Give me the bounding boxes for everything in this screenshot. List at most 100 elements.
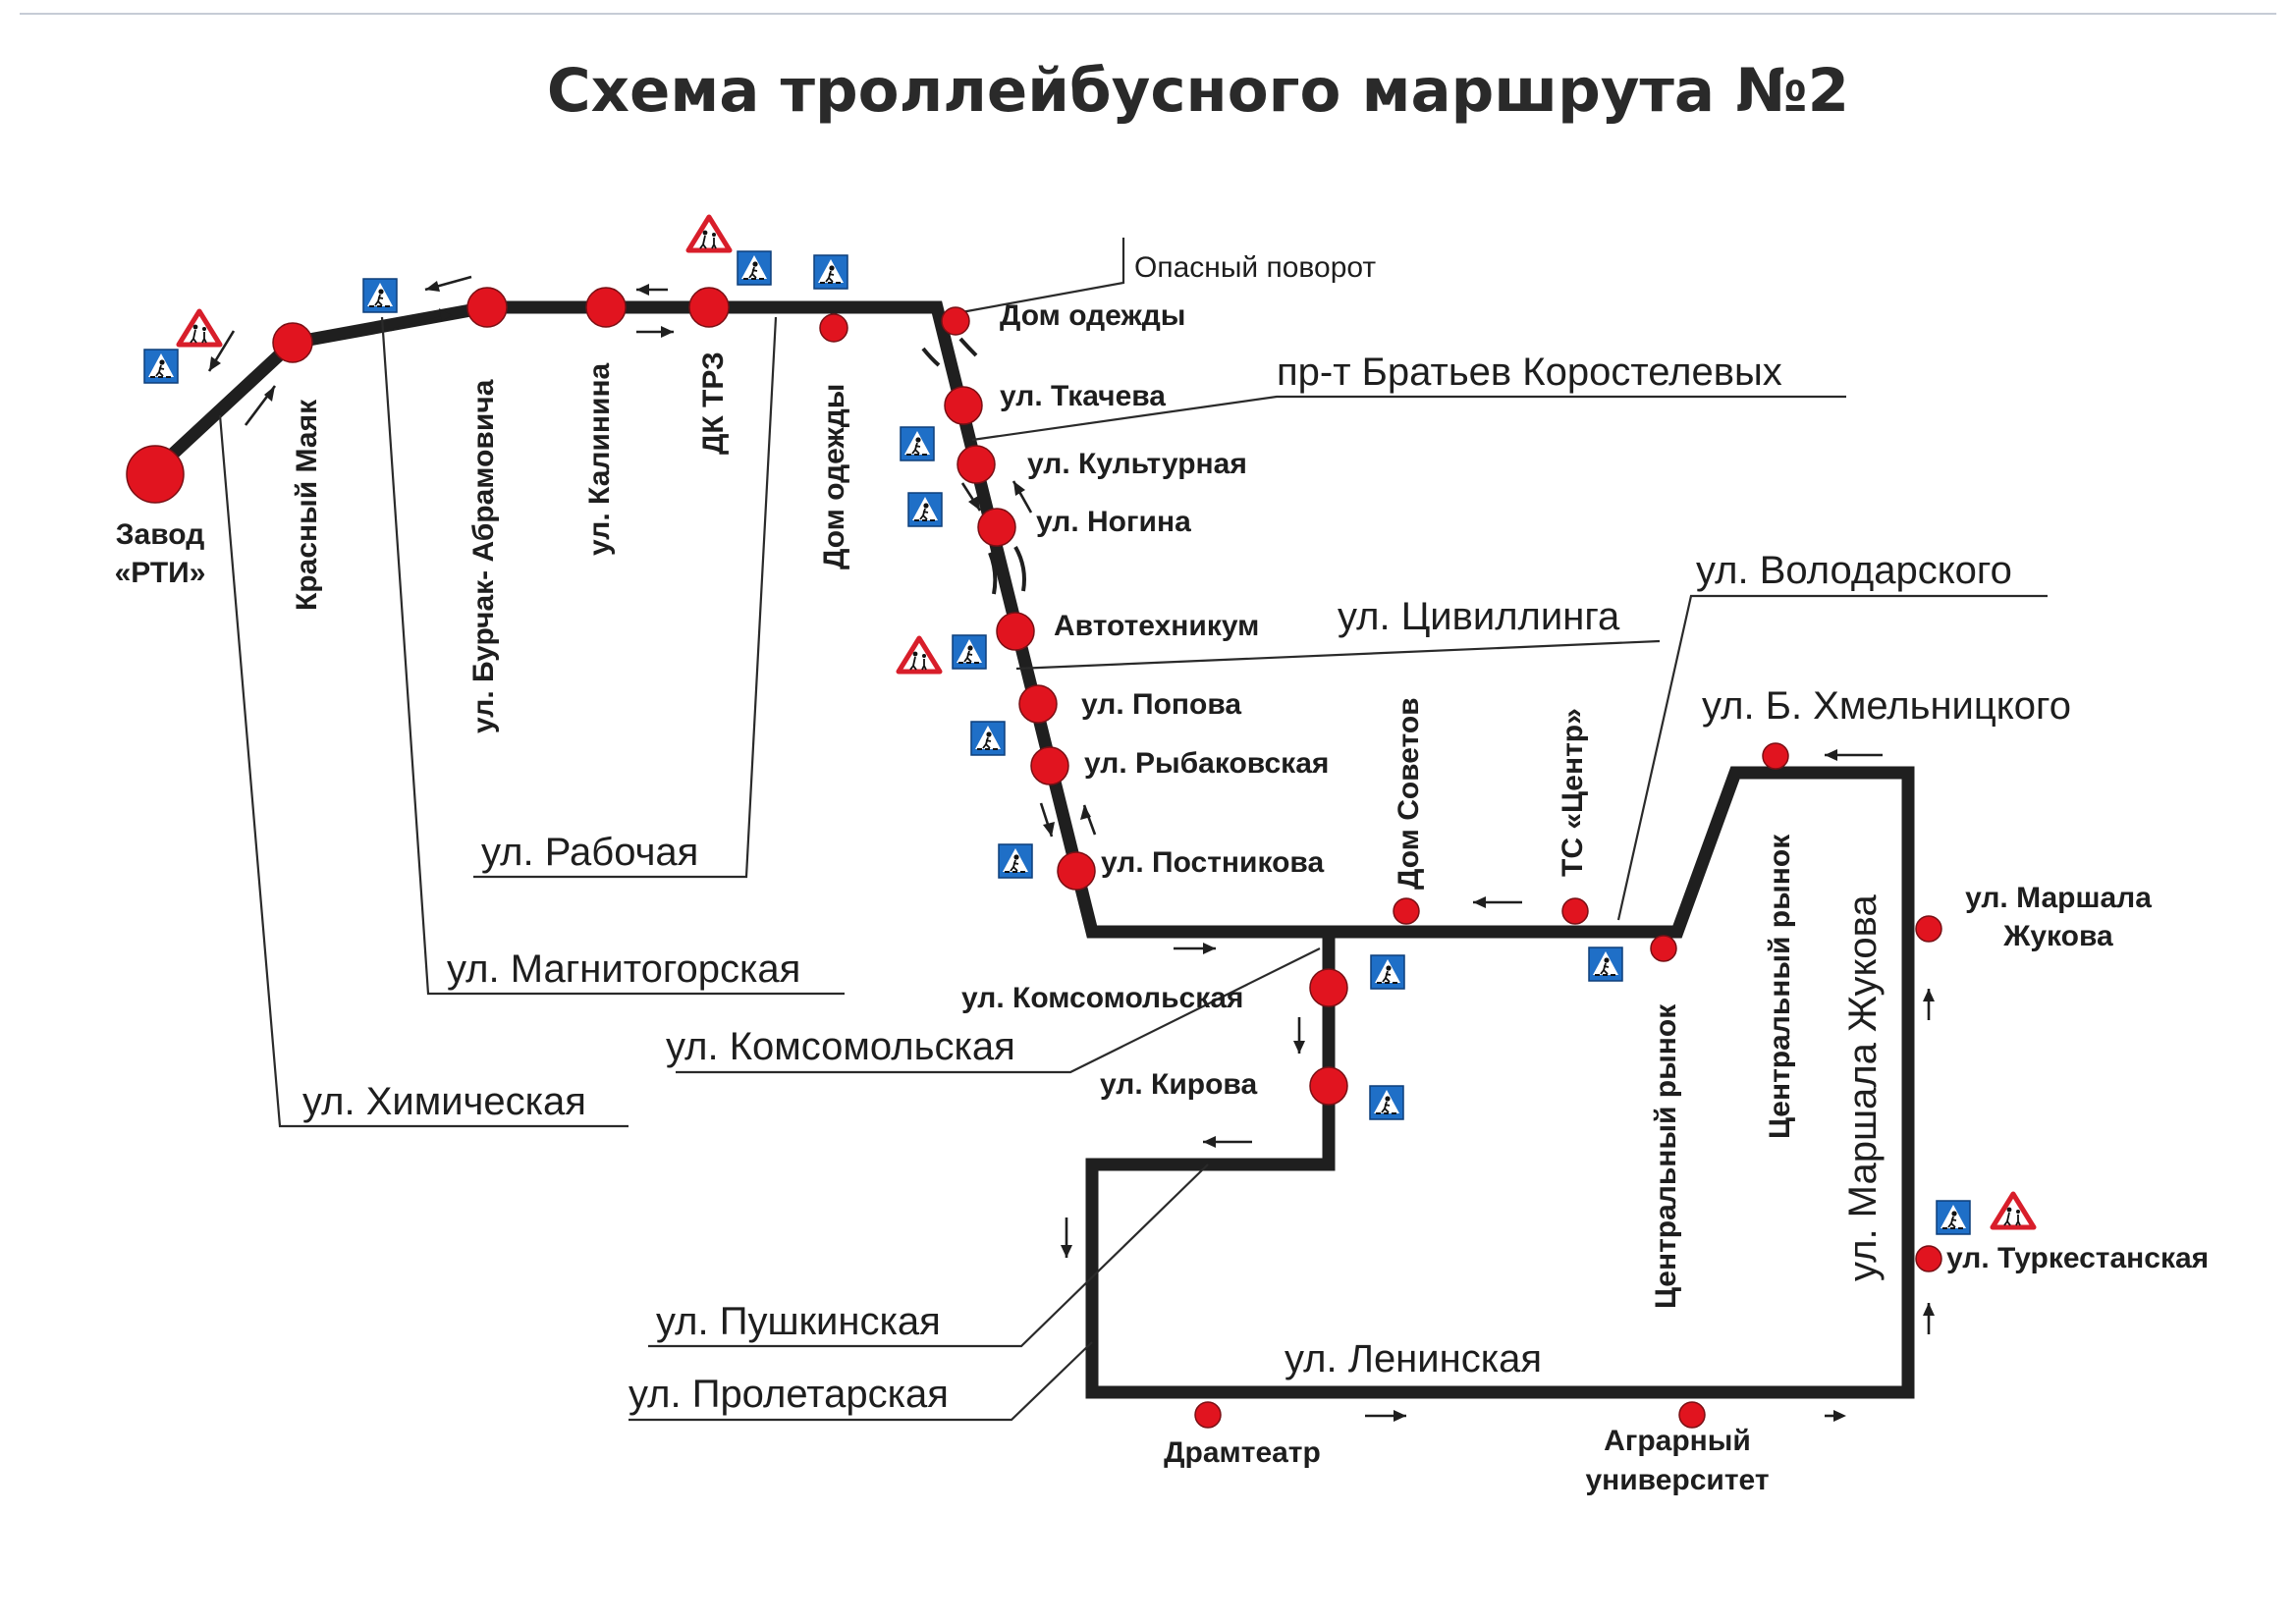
pedestrian-crossing-sign-icon (1936, 1200, 1971, 1235)
children-warning-sign-icon (179, 311, 220, 345)
street-label-komsomolskaya: ул. Комсомольская (666, 1025, 1015, 1068)
leader-khimicheskaya (218, 414, 629, 1128)
leader-magnitogorskaya (380, 316, 845, 996)
stop-label-avtotekhnikum: Автотехникум (1054, 610, 1259, 642)
stop-centr-rynok-1[interactable] (1650, 935, 1677, 962)
stop-label-burchak: ул. Бурчак- Абрамовича (467, 379, 500, 733)
stop-label-centr-rynok-1: Центральный рынок (1650, 1003, 1682, 1309)
stop-dramteatr[interactable] (1194, 1401, 1222, 1429)
leader-proletarskaya (629, 1341, 1093, 1422)
stop-nogina[interactable] (977, 508, 1016, 547)
stop-kirova[interactable] (1309, 1066, 1348, 1106)
stop-label-nogina: ул. Ногина (1036, 506, 1191, 538)
street-leader-lines (218, 238, 2048, 1422)
leader-pushkinskaya (648, 1163, 1209, 1348)
stop-zavod-rti[interactable] (126, 445, 185, 504)
stop-avtotekhnikum[interactable] (996, 612, 1035, 651)
stops (126, 287, 1942, 1429)
stop-kulturnaya[interactable] (957, 445, 996, 484)
leader-bratiev (971, 395, 1846, 442)
dangerous-turn-marks (921, 337, 1026, 595)
street-label-leninskaya: ул. Ленинская (1285, 1337, 1542, 1380)
stop-label-popova: ул. Попова (1081, 688, 1241, 721)
stop-postnikova[interactable] (1057, 851, 1096, 891)
stop-label-ts-centr: ТС «Центр» (1557, 708, 1589, 877)
leader-danger-note (950, 238, 1125, 316)
pedestrian-crossing-sign-icon (1369, 1085, 1404, 1120)
stop-label-kulturnaya: ул. Культурная (1027, 448, 1247, 480)
stop-label-turkestanskaya: ул. Туркестанская (1946, 1242, 2209, 1274)
pedestrian-crossing-sign-icon (1370, 954, 1405, 990)
pedestrian-crossing-sign-icon (998, 843, 1033, 879)
leader-civillinga (1015, 639, 1661, 671)
stop-label-komsomolskaya: ул. Комсомольская (961, 982, 1243, 1014)
vertical-stop-labels: Красный Маяк ул. Бурчак- Абрамовича ул. … (291, 352, 1796, 1309)
street-label-volodarskogo: ул. Володарского (1696, 549, 2012, 592)
leader-komsomolskaya (676, 947, 1321, 1074)
children-warning-sign-icon (899, 638, 940, 672)
pedestrian-crossing-sign-icon (970, 721, 1006, 756)
stop-label-dom-odezhdy-1: Дом одежды (818, 384, 850, 569)
street-label-marshala-zhukova: ул. Маршала Жукова (1841, 894, 1885, 1281)
stop-label-zavod-line1: Завод (116, 518, 205, 551)
stop-dom-odezhdy-1[interactable] (819, 313, 848, 343)
stop-label-centr-rynok-2: Центральный рынок (1764, 834, 1796, 1139)
stop-ts-centr[interactable] (1561, 897, 1589, 925)
street-label-khmelnitskogo: ул. Б. Хмельницкого (1702, 684, 2071, 728)
street-labels: пр-т Братьев Коростелевых ул. Володарско… (302, 351, 2071, 1416)
stop-popova[interactable] (1018, 684, 1058, 724)
pedestrian-crossing-sign-icon (907, 492, 943, 527)
street-label-proletarskaya: ул. Пролетарская (629, 1373, 949, 1416)
stop-labels: Завод «РТИ» Дом одежды ул. Ткачева ул. К… (115, 299, 2210, 1496)
direction-arrowheads (209, 281, 1935, 1422)
stop-label-postnikova: ул. Постникова (1101, 846, 1324, 879)
stop-label-zhukova-line2: Жукова (2002, 920, 2113, 952)
stop-kalinina[interactable] (585, 287, 627, 328)
danger-note: Опасный поворот (1134, 251, 1376, 284)
street-label-khimicheskaya: ул. Химическая (302, 1080, 586, 1123)
stop-label-dramteatr: Драмтеатр (1164, 1436, 1321, 1469)
stop-rybakovskaya[interactable] (1030, 746, 1069, 785)
page-title: Схема троллейбусного маршрута №2 (547, 56, 1849, 126)
pedestrian-crossing-sign-icon (952, 634, 987, 670)
street-label-civillinga: ул. Цивиллинга (1338, 595, 1620, 638)
children-warning-sign-icon (1993, 1194, 2034, 1227)
leader-rabochaya (473, 316, 778, 879)
stop-label-zhukova-line1: ул. Маршала (1965, 882, 2152, 914)
stop-agrarny[interactable] (1678, 1401, 1706, 1429)
stop-label-agrarny-line1: Аграрный (1604, 1425, 1751, 1457)
stop-burchak[interactable] (466, 287, 508, 328)
stop-label-rybakovskaya: ул. Рыбаковская (1084, 747, 1329, 780)
street-label-magnitogorskaya: ул. Магнитогорская (447, 947, 800, 991)
stop-label-kalinina: ул. Калинина (583, 362, 616, 556)
stop-krasny-mayak[interactable] (272, 322, 313, 363)
stop-label-dk-trz: ДК ТРЗ (697, 352, 730, 455)
pedestrian-crossing-sign-icon (1588, 947, 1623, 982)
pedestrian-crossing-sign-icon (143, 349, 179, 384)
stop-label-dom-sovetov: Дом Советов (1393, 697, 1425, 890)
stop-centr-rynok-2[interactable] (1762, 742, 1789, 770)
stop-label-krasny-mayak: Красный Маяк (291, 399, 323, 611)
children-warning-sign-icon (688, 217, 730, 250)
pedestrian-crossing-sign-icon (813, 254, 848, 290)
pedestrian-crossing-sign-icon (362, 278, 398, 313)
stop-komsomolskaya[interactable] (1309, 968, 1348, 1007)
stop-label-tkacheva: ул. Ткачева (1000, 380, 1166, 412)
stop-dom-odezhdy-2[interactable] (941, 306, 970, 336)
street-label-bratiev: пр-т Братьев Коростелевых (1277, 351, 1782, 394)
stop-turkestanskaya[interactable] (1915, 1245, 1942, 1272)
street-label-pushkinskaya: ул. Пушкинская (656, 1300, 941, 1343)
stop-dk-trz[interactable] (688, 287, 730, 328)
stop-label-dom-odezhdy-2: Дом одежды (1000, 299, 1185, 332)
stop-dom-sovetov[interactable] (1393, 897, 1420, 925)
stop-label-agrarny-line2: университет (1585, 1464, 1769, 1496)
stop-marshala-zhukova[interactable] (1915, 915, 1942, 943)
stop-label-zavod-line2: «РТИ» (115, 557, 206, 589)
stop-tkacheva[interactable] (944, 386, 983, 425)
leader-volodarskogo (1616, 594, 2048, 921)
street-label-rabochaya: ул. Рабочая (481, 831, 698, 874)
stop-label-kirova: ул. Кирова (1100, 1068, 1257, 1101)
pedestrian-crossing-sign-icon (737, 250, 772, 286)
pedestrian-crossing-sign-icon (900, 426, 935, 461)
